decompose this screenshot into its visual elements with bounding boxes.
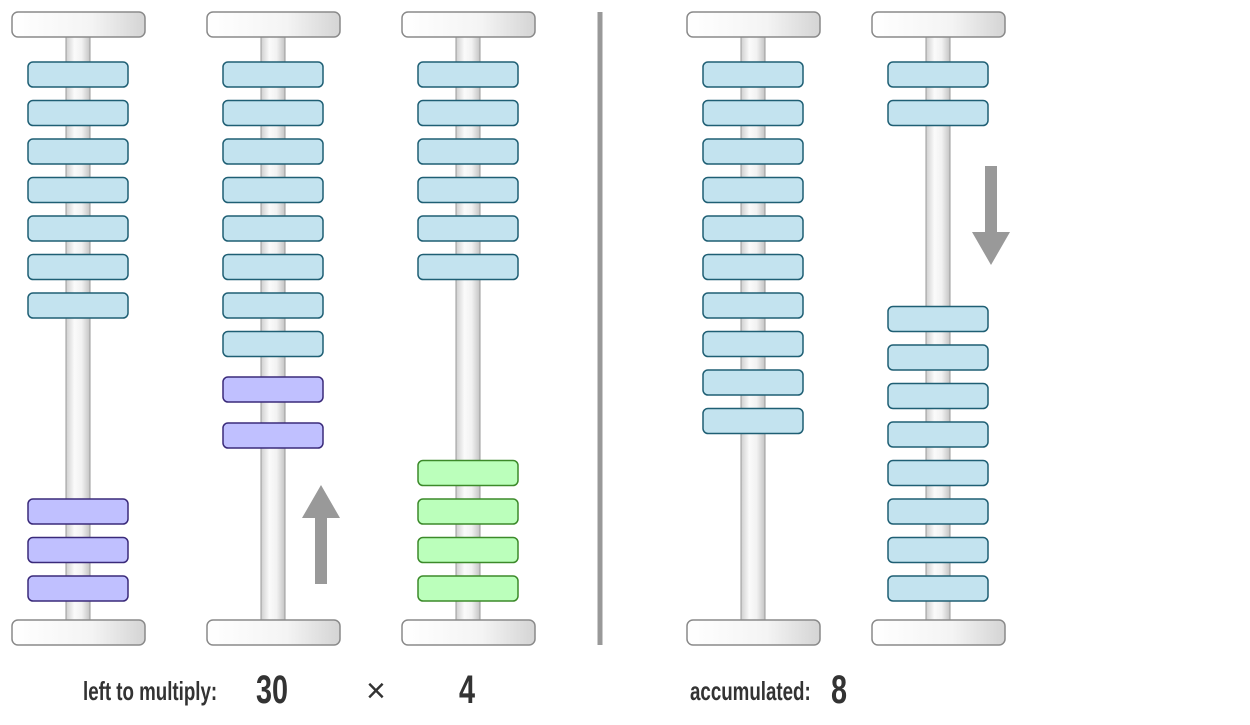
- rod-2-bead-top: [222, 215, 324, 242]
- rod-5-bead-bottom: [887, 305, 989, 333]
- rod-2-bead-purple: [222, 422, 324, 449]
- rod-1-bead-bottom: [27, 498, 129, 525]
- rod-3-top-cap: [401, 11, 536, 38]
- rod-3-bottom-cap: [401, 619, 536, 646]
- rod-4-bead-top: [702, 292, 804, 319]
- rod-5-bead-bottom: [887, 421, 989, 448]
- down-arrow-icon: [972, 232, 1010, 265]
- rod-1-bead-top: [27, 215, 129, 242]
- rod-3-bead-bottom: [417, 575, 519, 602]
- rod-1-bead-top: [27, 61, 129, 88]
- rod-4-bead-top: [702, 99, 804, 127]
- rod-5-bead-bottom: [887, 344, 989, 371]
- rod-2-bead-top: [222, 253, 324, 281]
- times-sign: ×: [366, 672, 386, 710]
- rod-2-bead-top: [222, 138, 324, 165]
- left-to-multiply-label: left to multiply:: [83, 676, 218, 706]
- rod-4-bead-top: [702, 330, 804, 358]
- multiplicand-value: 30: [256, 668, 289, 712]
- rod-2-bead-top: [222, 292, 324, 319]
- rod-2-bead-purple: [222, 376, 324, 403]
- rod-2-bead-top: [222, 99, 324, 127]
- rod-3-bead-bottom: [417, 459, 519, 487]
- rod-1-bead-bottom: [27, 536, 129, 564]
- rod-5-bead-bottom: [887, 459, 989, 487]
- rod-5-bead-top: [887, 99, 989, 127]
- rod-2-bottom-cap: [206, 619, 341, 646]
- rod-3-bead-top: [417, 215, 519, 242]
- rod-5-bead-bottom: [887, 536, 989, 564]
- rod-1-bottom-cap: [11, 619, 146, 646]
- rod-3-bead-top: [417, 176, 519, 204]
- rod-2-shaft: [260, 35, 286, 623]
- rod-4-bottom-cap: [686, 619, 821, 646]
- rod-1-bead-top: [27, 253, 129, 281]
- rod-1-top-cap: [11, 11, 146, 38]
- rod-3-bead-top: [417, 99, 519, 127]
- down-arrow-shaft: [985, 166, 997, 234]
- rod-3-bead-top: [417, 61, 519, 88]
- rod-3-bead-top: [417, 253, 519, 281]
- rod-3-bead-top: [417, 138, 519, 165]
- rod-5-bead-bottom: [887, 575, 989, 602]
- rod-5-bead-bottom: [887, 498, 989, 525]
- rod-5-bead-top: [887, 61, 989, 88]
- rod-2-bead-top: [222, 176, 324, 204]
- rod-4-bead-top: [702, 253, 804, 281]
- rod-1-bead-bottom: [27, 575, 129, 602]
- rod-4-bead-top: [702, 407, 804, 435]
- rod-5-bead-bottom: [887, 382, 989, 410]
- rod-2-bead-top: [222, 61, 324, 88]
- accumulated-value: 8: [831, 668, 848, 712]
- rod-4-top-cap: [686, 11, 821, 38]
- rod-2-top-cap: [206, 11, 341, 38]
- rod-3-bead-bottom: [417, 536, 519, 564]
- multiplier-value: 4: [459, 668, 476, 712]
- rod-1-bead-top: [27, 99, 129, 127]
- rod-5-top-cap: [871, 11, 1006, 38]
- accumulated-label: accumulated:: [690, 676, 811, 706]
- rod-4-bead-top: [702, 138, 804, 165]
- rod-1-bead-top: [27, 176, 129, 204]
- rod-5-bottom-cap: [871, 619, 1006, 646]
- rod-4-bead-top: [702, 215, 804, 242]
- rod-1-bead-top: [27, 292, 129, 319]
- rod-3-bead-bottom: [417, 498, 519, 525]
- rod-2-bead-top: [222, 330, 324, 358]
- rod-4-shaft: [740, 35, 766, 623]
- rod-4-bead-top: [702, 176, 804, 204]
- up-arrow-icon: [302, 485, 340, 518]
- rod-1-bead-top: [27, 138, 129, 165]
- rod-4-bead-top: [702, 369, 804, 396]
- up-arrow-shaft: [315, 516, 327, 584]
- rod-4-bead-top: [702, 61, 804, 88]
